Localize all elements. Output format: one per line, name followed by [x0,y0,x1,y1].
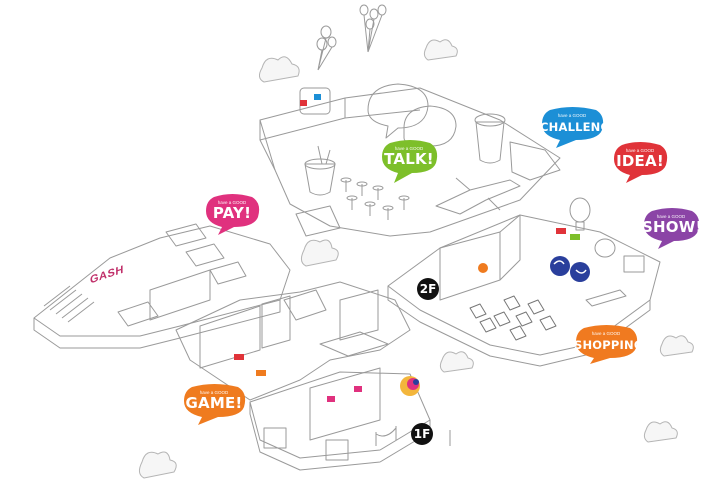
balloons-icon [316,4,387,71]
lightbulb-icon [569,197,591,223]
cloud-icon [138,39,694,479]
talk-bubble-label: TALK! [384,150,434,168]
idea-bubble[interactable]: have a GOOD IDEA! [612,141,668,185]
shopping-carts [469,295,557,341]
game-bubble[interactable]: have a GOOD GAME! [182,383,246,427]
show-bubble[interactable]: have a GOOD SHOW! [642,207,703,251]
bubble-shape [542,107,604,148]
bubble-shape [206,194,260,235]
left-platform [33,225,291,337]
accent-items [234,94,590,402]
bubble-shape [644,208,700,249]
lower-platform [175,281,411,401]
challenge-bubble[interactable]: have a GOOD CHALLENGE! [540,106,624,150]
stools [340,177,410,220]
shopping-bubble-label: SHOPPING! [574,338,649,352]
talk-bubble-caption: have a GOOD [394,146,424,151]
bubble-shape [184,384,246,425]
bubble-shape [614,142,668,183]
challenge-bubble-caption: have a GOOD [557,113,587,118]
talk-bubble[interactable]: have a GOOD TALK! [380,139,438,185]
cup-icon [304,163,336,196]
bubble-shape [576,325,638,364]
pay-bubble[interactable]: have a GOOD PAY! [204,193,260,237]
show-bubble-caption: have a GOOD [656,214,686,219]
shopping-bubble[interactable]: have a GOOD SHOPPING! [574,324,649,366]
bubble-shape [382,140,438,183]
challenge-bubble-label: CHALLENGE! [540,120,624,134]
game-bubble-caption: have a GOOD [199,390,229,395]
floor-2f-badge[interactable]: 2F [417,278,439,300]
pay-bubble-label: PAY! [212,204,252,222]
shopping-bubble-caption: have a GOOD [591,331,621,336]
phone-icon [550,256,570,276]
show-bubble-label: SHOW! [642,218,703,236]
idea-bubble-label: IDEA! [616,152,664,170]
pay-bubble-caption: have a GOOD [217,200,247,205]
upper-platform [259,87,561,237]
game-bubble-label: GAME! [185,394,243,412]
idea-bubble-caption: have a GOOD [625,148,655,153]
floor-1f-badge[interactable]: 1F [411,423,433,445]
